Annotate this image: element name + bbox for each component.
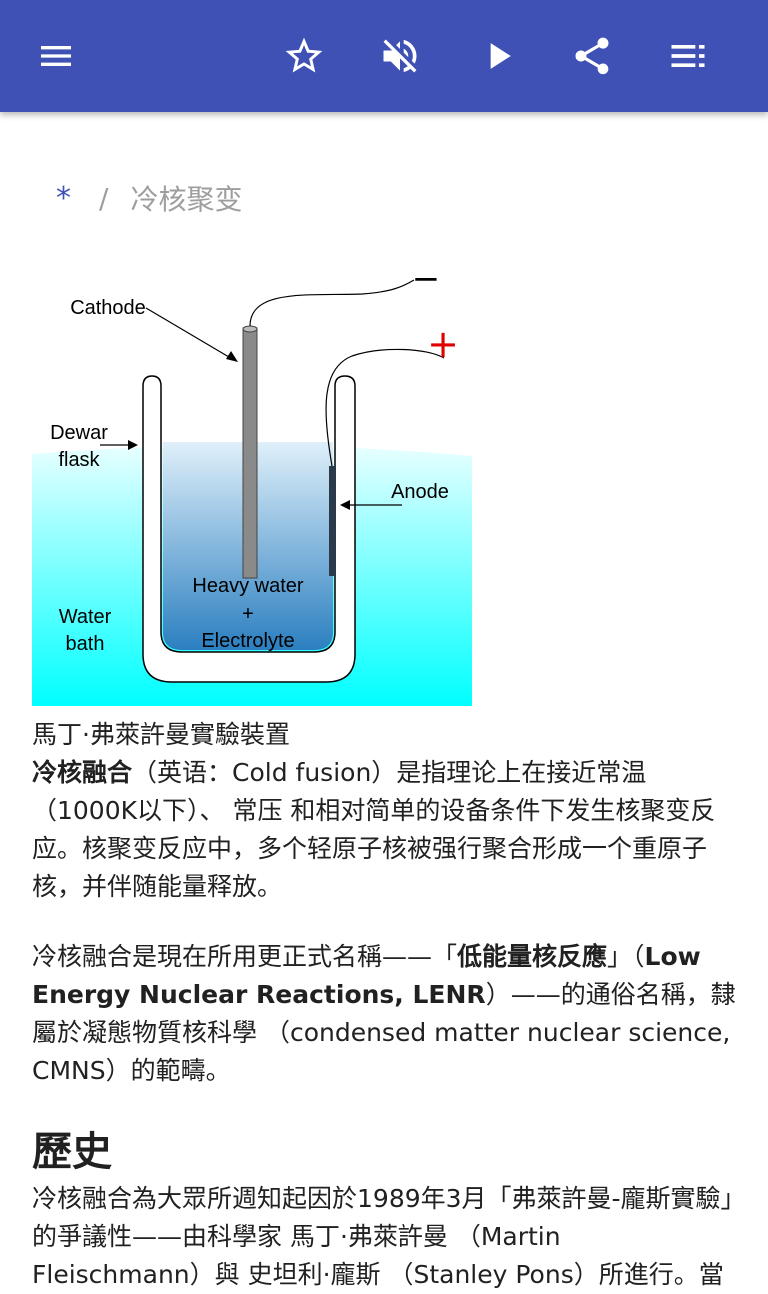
playlist-button[interactable] [660, 28, 716, 84]
app-toolbar [0, 0, 768, 112]
history-paragraph: 冷核融合為大眾所週知起因於1989年3月「弗萊許曼-龐斯實驗」的爭議性——由科學… [32, 1184, 734, 1289]
star-outline-icon [285, 37, 323, 73]
intro-text: （英语：Cold fusion）是指理论上在接近常温（1000K以下）、 常压 … [32, 758, 716, 901]
plus-label: + [242, 603, 254, 625]
anode-plate [329, 466, 336, 576]
play-button[interactable] [470, 28, 526, 84]
menu-button[interactable] [28, 28, 84, 84]
cathode-label: Cathode [70, 297, 146, 319]
breadcrumb-separator: / [99, 181, 109, 215]
breadcrumb-current: 冷核聚变 [130, 183, 243, 216]
plus-sign: + [427, 322, 459, 366]
anode-label: Anode [391, 481, 449, 503]
electrolyte-label: Electrolyte [201, 630, 294, 652]
lenr-chinese-bold: 低能量核反應 [457, 942, 608, 971]
breadcrumb-root-link[interactable]: * [56, 180, 71, 216]
intro-paragraph: 冷核融合（英语：Cold fusion）是指理论上在接近常温（1000K以下）、… [32, 754, 738, 906]
anode-wire [325, 348, 445, 467]
cathode-wire [249, 279, 415, 327]
play-icon [490, 43, 511, 69]
term-bold: 冷核融合 [32, 758, 133, 787]
dewar-label-line2: flask [58, 449, 100, 471]
water-bath-label-line1: Water [59, 606, 112, 628]
cathode-rod [242, 327, 258, 579]
heavy-water-label: Heavy water [192, 575, 303, 597]
name-paragraph: 冷核融合是現在所用更正式名稱——「低能量核反應」（Low Energy Nucl… [32, 938, 738, 1090]
name-text-1: 冷核融合是現在所用更正式名稱——「 [32, 942, 458, 971]
playlist-icon [671, 45, 705, 67]
name-text-2: 」（ [607, 942, 645, 971]
article-figure[interactable]: − + Cathode Dewar flask Anode Heavy wate… [32, 258, 472, 706]
dewar-flask [142, 375, 356, 683]
mute-button[interactable] [372, 28, 428, 84]
cold-fusion-apparatus-diagram: − + Cathode Dewar flask Anode Heavy wate… [32, 259, 472, 706]
lenr-english-bold: Low Energy Nuclear Reactions, LENR [32, 942, 701, 1009]
share-button[interactable] [564, 28, 620, 84]
share-icon [575, 37, 609, 75]
volume-off-icon [383, 39, 417, 73]
dewar-label-line1: Dewar [50, 422, 108, 444]
favorite-button[interactable] [276, 28, 332, 84]
figure-caption: 馬丁·弗萊許曼實驗裝置 [32, 720, 290, 749]
breadcrumb: * / 冷核聚变 [56, 178, 242, 218]
minus-sign: − [412, 259, 441, 299]
water-bath-label-line2: bath [66, 633, 105, 655]
name-text-3: ）——的通俗名稱，隸屬於凝態物質核科學 （condensed matter nu… [32, 980, 736, 1085]
menu-icon [41, 46, 71, 66]
section-heading-history: 歷史 [32, 1129, 112, 1175]
